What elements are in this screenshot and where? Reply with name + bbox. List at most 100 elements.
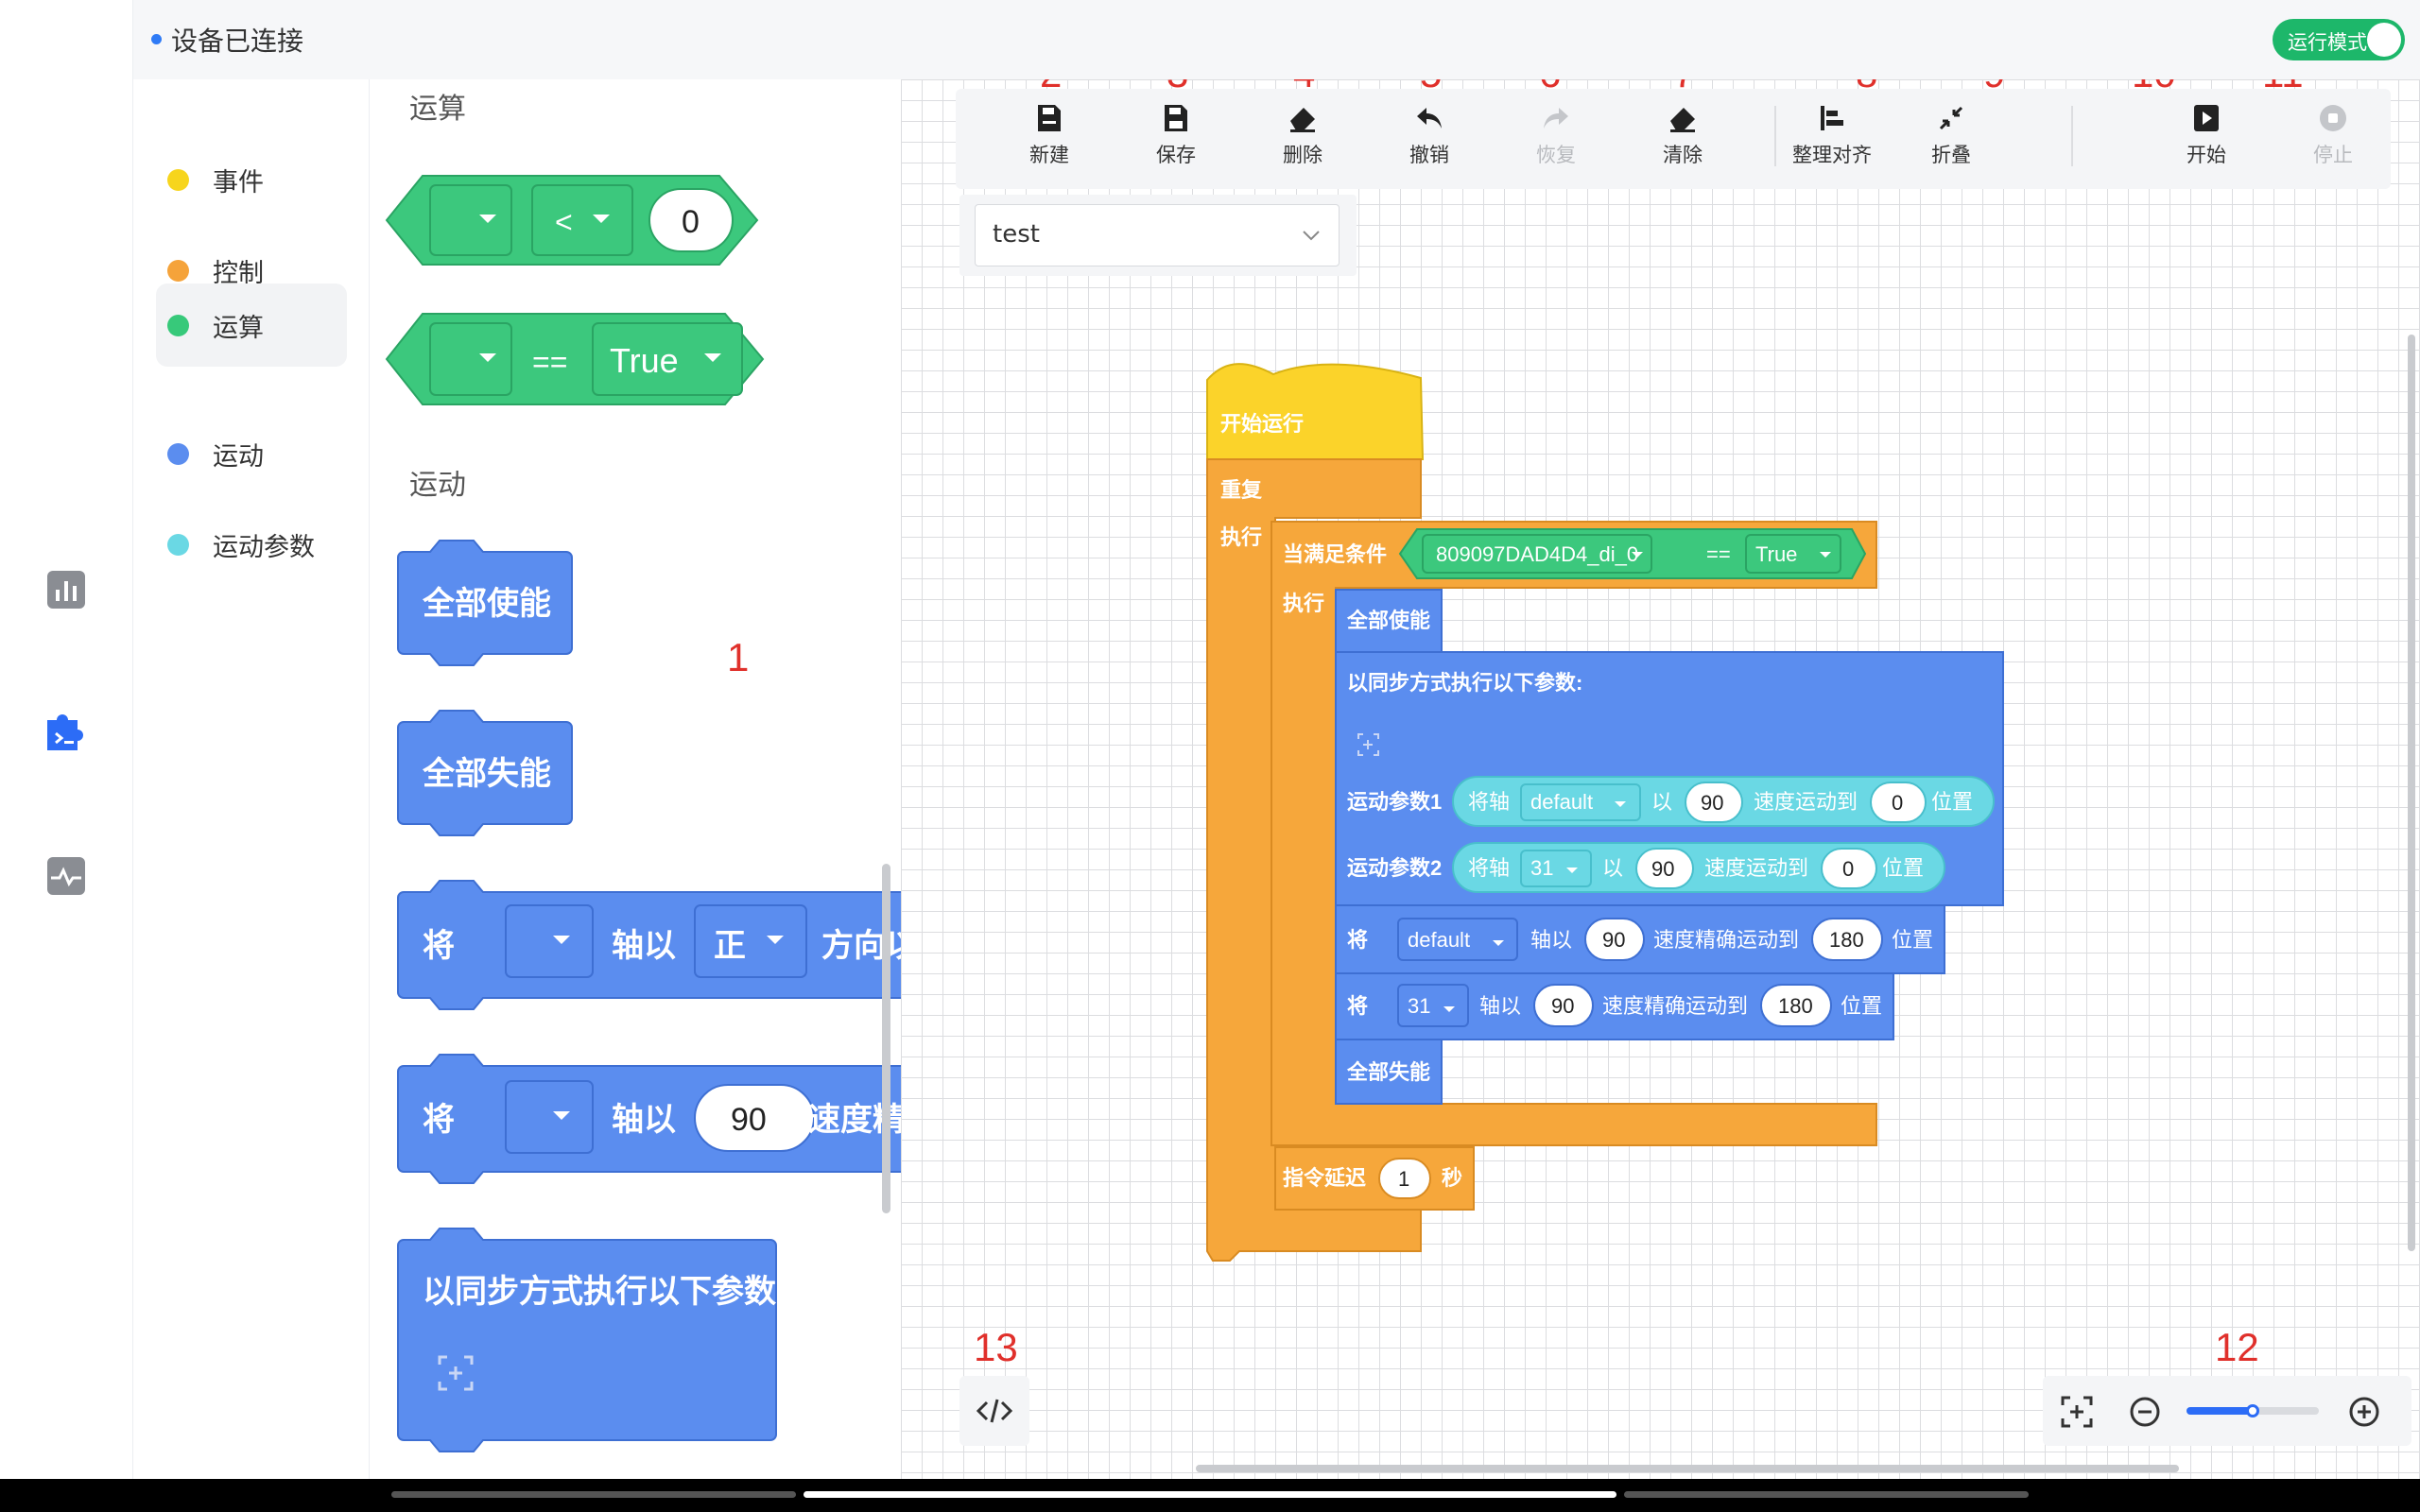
new-icon — [1038, 105, 1061, 131]
annotation-number: 7 — [1673, 79, 1695, 96]
category-control[interactable]: 控制 — [156, 229, 347, 312]
dir-move-axis: 轴以 — [612, 928, 676, 964]
toolbar-divider — [1774, 106, 1776, 166]
category-dot-icon — [167, 443, 189, 465]
sync-exec-label: 以同步方式执行以下参数: — [423, 1274, 786, 1310]
clear-button[interactable]: 清除 — [1635, 89, 1730, 174]
delay-value[interactable]: 1 — [1398, 1167, 1409, 1191]
delete-button[interactable]: 删除 — [1255, 89, 1350, 174]
start-button[interactable]: 开始 — [2159, 89, 2254, 174]
top-header: 设备已连接 运行模式 — [133, 0, 2420, 79]
equals-block[interactable]: == True — [385, 313, 765, 405]
annotation-number: 13 — [974, 1325, 1018, 1369]
equals-value: True — [610, 341, 679, 380]
category-motion[interactable]: 运动 — [156, 412, 347, 495]
zoom-slider-handle[interactable] — [2246, 1404, 2259, 1418]
move-position-label: 位置 — [1892, 928, 1933, 952]
horizontal-scrollbar[interactable] — [1196, 1465, 2179, 1472]
expand-slot-icon[interactable] — [1357, 733, 1379, 756]
move-axis-label: 轴以 — [1530, 928, 1572, 952]
enable-all-block[interactable]: 全部使能 — [1335, 589, 1443, 653]
category-motion-params[interactable]: 运动参数 — [156, 503, 347, 586]
category-label: 运动 — [213, 442, 264, 472]
annotation-number: 1 — [727, 635, 750, 679]
enable-all-label: 全部使能 — [1346, 609, 1430, 632]
palette-scrollbar[interactable] — [882, 864, 890, 1213]
undo-button[interactable]: 撤销 — [1382, 89, 1477, 174]
zoom-slider[interactable] — [2187, 1404, 2319, 1418]
compare-value[interactable]: 0 — [682, 204, 700, 240]
workspace-select[interactable]: test — [975, 204, 1340, 266]
param1-target[interactable]: 0 — [1892, 791, 1903, 815]
section-heading-motion: 运动 — [409, 469, 466, 502]
enable-all-block[interactable]: 全部使能 — [397, 540, 573, 666]
delay-block[interactable]: 指令延迟 1 秒 — [1274, 1146, 1475, 1211]
expand-slot-icon[interactable] — [438, 1355, 474, 1391]
start-label: 开始运行 — [1220, 412, 1304, 436]
precise-move-block-2[interactable]: 将 31 轴以 90 速度精确运动到 180 位置 — [1335, 972, 1894, 1040]
move-prefix: 将 — [1347, 994, 1368, 1018]
vertical-scrollbar[interactable] — [2408, 335, 2415, 1251]
speed-move-value[interactable]: 90 — [731, 1102, 767, 1138]
repeat-do-label: 执行 — [1220, 525, 1262, 549]
fit-to-screen-icon[interactable] — [2060, 1395, 2094, 1429]
category-event[interactable]: 事件 — [156, 138, 347, 221]
redo-button[interactable]: 恢复 — [1509, 89, 1603, 174]
left-rail — [0, 0, 133, 1479]
compare-block[interactable]: < 0 — [385, 175, 759, 266]
speed-move-axis: 轴以 — [612, 1102, 676, 1138]
workspace-canvas[interactable]: 新建 保存 删除 撤销 恢复 清除 整理对齐 折叠 — [901, 79, 2420, 1479]
direction-move-block[interactable]: 将 轴以 正 方向以 — [397, 880, 901, 1010]
save-icon — [1165, 105, 1187, 131]
save-button[interactable]: 保存 — [1129, 89, 1223, 174]
move2-target[interactable]: 180 — [1778, 994, 1813, 1018]
run-mode-toggle[interactable]: 运行模式 — [2273, 19, 2405, 60]
zoom-controls — [2043, 1376, 2411, 1446]
new-button[interactable]: 新建 — [1002, 89, 1097, 174]
bottom-segment — [1624, 1491, 2029, 1498]
start-hat-block[interactable]: 开始运行 — [1206, 363, 1425, 460]
param-axis-prefix: 将轴 — [1468, 856, 1510, 880]
home-indicator[interactable] — [804, 1491, 1616, 1498]
code-view-button[interactable] — [959, 1376, 1029, 1446]
dir-move-prefix: 将 — [423, 928, 455, 964]
speed-move-block[interactable]: 将 轴以 90 速度精 — [397, 1054, 901, 1184]
collapse-icon — [1939, 106, 1963, 130]
param2-axis: 31 — [1530, 856, 1553, 880]
annotation-number: 10 — [2132, 79, 2176, 96]
param2-speed[interactable]: 90 — [1651, 857, 1674, 881]
move-precise-label: 速度精确运动到 — [1602, 994, 1748, 1018]
disable-all-block[interactable]: 全部失能 — [397, 710, 573, 836]
param-speed-to: 速度运动到 — [1754, 790, 1858, 814]
pulse-icon[interactable] — [43, 853, 89, 899]
toolbar-label: 删除 — [1283, 144, 1322, 166]
stop-button[interactable]: 停止 — [2286, 89, 2380, 174]
precise-move-block-1[interactable]: 将 default 轴以 90 速度精确运动到 180 位置 — [1335, 904, 1945, 974]
blocks-code-icon[interactable] — [43, 711, 89, 756]
zoom-out-icon[interactable] — [2128, 1395, 2162, 1429]
workspace-name: test — [993, 220, 1040, 249]
if-block[interactable]: 当满足条件 执行 809097DAD4D4_di_0 == True — [1270, 521, 1877, 1146]
category-label: 运动参数 — [213, 533, 315, 562]
collapse-button[interactable]: 折叠 — [1904, 89, 1998, 174]
param2-target[interactable]: 0 — [1842, 857, 1854, 881]
speed-move-prefix: 将 — [423, 1102, 455, 1138]
param1-speed[interactable]: 90 — [1701, 791, 1723, 815]
chart-icon[interactable] — [43, 567, 89, 612]
move1-speed[interactable]: 90 — [1602, 928, 1625, 952]
toolbar-label: 撤销 — [1409, 144, 1449, 166]
disable-all-block[interactable]: 全部失能 — [1335, 1039, 1443, 1105]
align-button[interactable]: 整理对齐 — [1766, 89, 1898, 174]
category-operators[interactable]: 运算 — [156, 284, 347, 367]
category-label: 运算 — [213, 314, 264, 343]
zoom-in-icon[interactable] — [2347, 1395, 2381, 1429]
code-icon — [976, 1399, 1013, 1423]
move2-speed[interactable]: 90 — [1551, 994, 1574, 1018]
toolbar-label: 新建 — [1029, 144, 1069, 166]
motion-param2-block[interactable]: 将轴 31 以 90 速度运动到 0 位置 — [1452, 842, 1945, 893]
annotation-number: 9 — [1983, 79, 2005, 96]
sync-exec-block[interactable]: 以同步方式执行以下参数: — [397, 1228, 786, 1452]
category-label: 控制 — [213, 259, 264, 288]
move1-target[interactable]: 180 — [1829, 928, 1864, 952]
motion-param1-block[interactable]: 将轴 default 以 90 速度运动到 0 位置 — [1452, 776, 1995, 827]
